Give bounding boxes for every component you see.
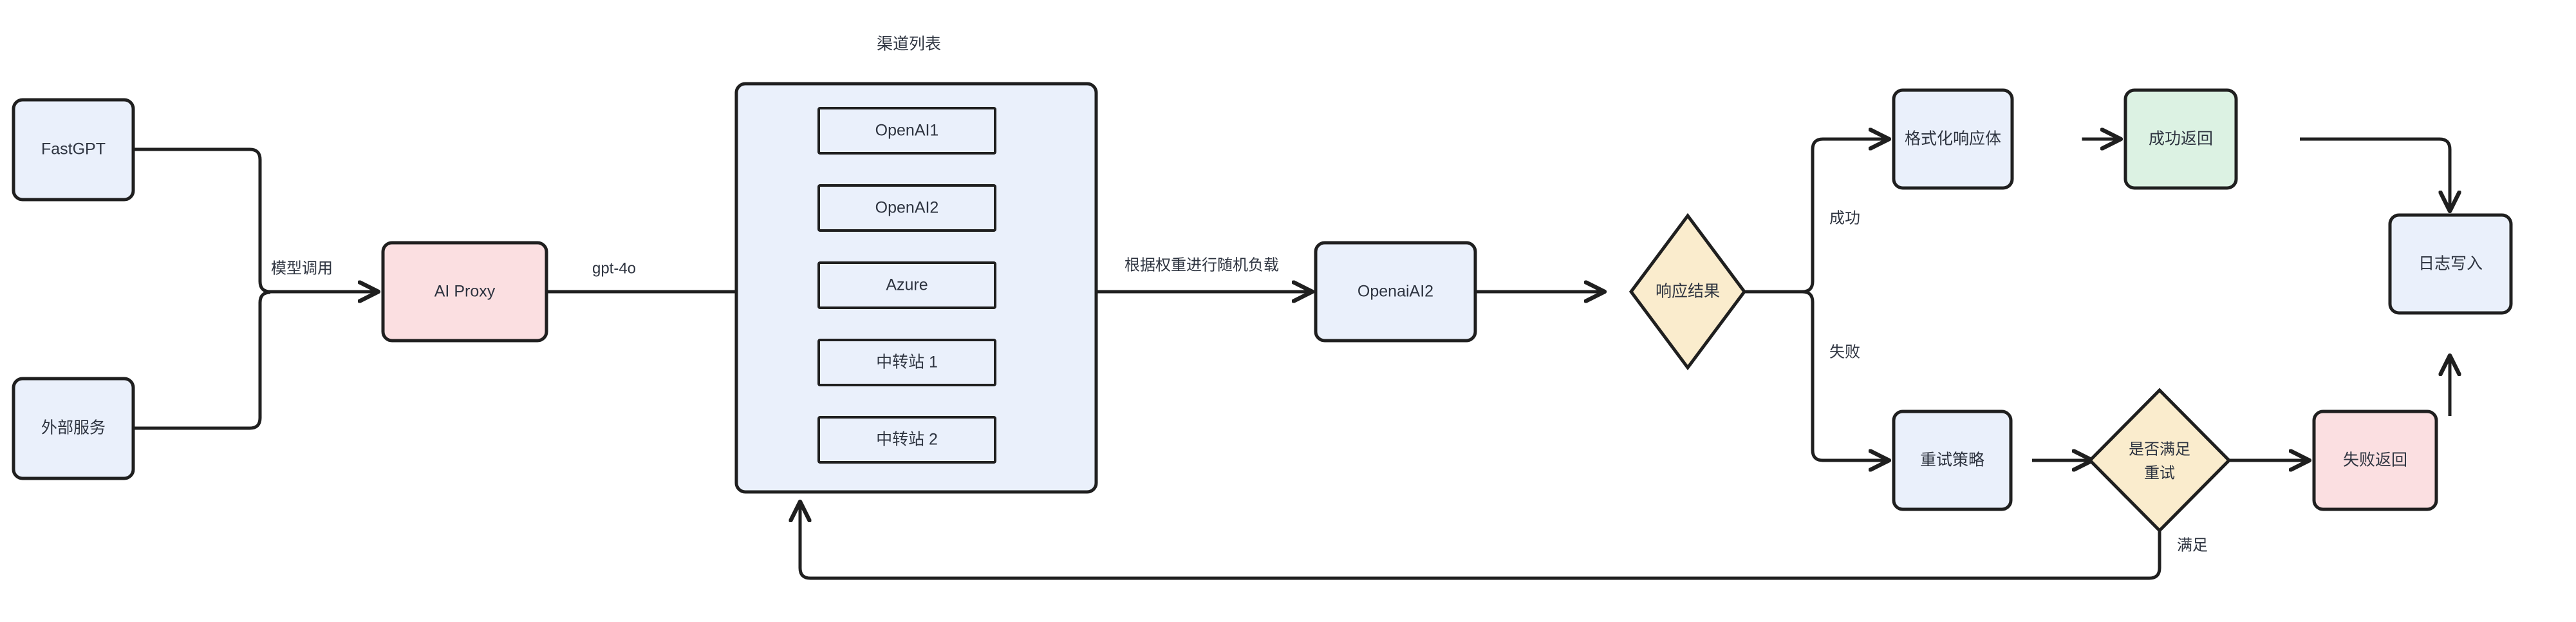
- node-openaiai2-shape[interactable]: [1314, 241, 1477, 343]
- edge-retrycheck-loop-to-channels: [800, 504, 2161, 580]
- node-success-return[interactable]: 成功返回: [2123, 88, 2238, 190]
- channel-item-relay2-shape[interactable]: [817, 416, 996, 464]
- edge-label-failure: 失败: [1829, 343, 1860, 361]
- node-retry-policy[interactable]: 重试策略: [1892, 410, 2013, 511]
- node-retry-policy-shape[interactable]: [1892, 410, 2013, 511]
- node-log-write[interactable]: 日志写入: [2388, 213, 2513, 315]
- edge-success-to-log: [2300, 137, 2450, 209]
- channel-item-azure-label: Azure: [886, 276, 928, 294]
- node-retry-check-shape[interactable]: [2087, 388, 2232, 533]
- edge-result-to-retry: [1729, 290, 1887, 460]
- channel-item-relay1-label: 中转站 1: [876, 353, 938, 372]
- edge-result-to-format: [1729, 139, 1887, 294]
- node-log-write-shape[interactable]: [2388, 213, 2513, 315]
- node-ai-proxy[interactable]: AI Proxy: [381, 241, 548, 343]
- channel-item-relay2-label: 中转站 2: [876, 431, 938, 449]
- edge-external-to-aiproxy: [73, 290, 271, 430]
- node-response-result-label: 响应结果: [1656, 283, 1720, 301]
- edge-label-satisfied: 满足: [2177, 536, 2208, 554]
- channel-item-openai2-shape[interactable]: [817, 184, 996, 232]
- node-failure-return[interactable]: 失败返回: [2312, 410, 2438, 511]
- channel-item-openai1-shape[interactable]: [817, 107, 996, 155]
- node-format-response-label: 格式化响应体: [1905, 130, 2001, 148]
- node-failure-return-shape[interactable]: [2312, 410, 2438, 511]
- node-format-response-shape[interactable]: [1892, 88, 2014, 190]
- node-external-service-label: 外部服务: [41, 419, 106, 437]
- node-external-service[interactable]: 外部服务: [12, 377, 135, 480]
- channel-list-group[interactable]: 渠道列表 OpenAI1 OpenAI2 Azure 中转站 1 中转站 2: [734, 35, 1098, 494]
- node-fastgpt-label: FastGPT: [41, 140, 106, 158]
- node-ai-proxy-shape[interactable]: [381, 241, 548, 343]
- node-response-result[interactable]: 响应结果: [1629, 212, 1747, 371]
- channel-item-relay1-shape[interactable]: [817, 339, 996, 386]
- channel-list-item[interactable]: OpenAI2: [817, 184, 996, 232]
- node-retry-policy-label: 重试策略: [1920, 451, 1984, 469]
- channel-item-openai2-label: OpenAI2: [875, 199, 939, 217]
- node-retry-check-label-line2: 重试: [2144, 464, 2175, 482]
- channel-list-item[interactable]: Azure: [817, 261, 996, 309]
- channel-list-item[interactable]: 中转站 1: [817, 339, 996, 386]
- edge-label-weighted-random: 根据权重进行随机负载: [1125, 256, 1279, 274]
- channel-list-title: 渠道列表: [877, 35, 941, 53]
- channel-list-item[interactable]: OpenAI1: [817, 107, 996, 155]
- edge-fastgpt-to-aiproxy: [73, 147, 377, 292]
- node-format-response[interactable]: 格式化响应体: [1892, 88, 2014, 190]
- node-ai-proxy-label: AI Proxy: [434, 283, 496, 301]
- node-fastgpt[interactable]: FastGPT: [12, 98, 135, 202]
- node-fastgpt-shape[interactable]: [12, 98, 135, 202]
- channel-item-azure-shape[interactable]: [817, 261, 996, 309]
- node-external-service-shape[interactable]: [12, 377, 135, 480]
- edge-label-model-call: 模型调用: [271, 259, 333, 277]
- edge-label-success: 成功: [1829, 209, 1860, 227]
- channel-list-item[interactable]: 中转站 2: [817, 416, 996, 464]
- node-openaiai2-label: OpenaiAI2: [1358, 283, 1433, 301]
- edge-label-model-name: gpt-4o: [592, 259, 636, 277]
- channel-item-openai1-label: OpenAI1: [875, 122, 939, 140]
- node-failure-return-label: 失败返回: [2343, 451, 2407, 469]
- node-success-return-shape[interactable]: [2123, 88, 2238, 190]
- node-retry-check-label-line1: 是否满足: [2129, 440, 2190, 458]
- node-response-result-shape[interactable]: [1629, 212, 1747, 371]
- node-log-write-label: 日志写入: [2418, 255, 2483, 273]
- node-retry-check[interactable]: 是否满足 重试: [2087, 388, 2232, 533]
- node-success-return-label: 成功返回: [2149, 130, 2213, 148]
- node-openaiai2[interactable]: OpenaiAI2: [1314, 241, 1477, 343]
